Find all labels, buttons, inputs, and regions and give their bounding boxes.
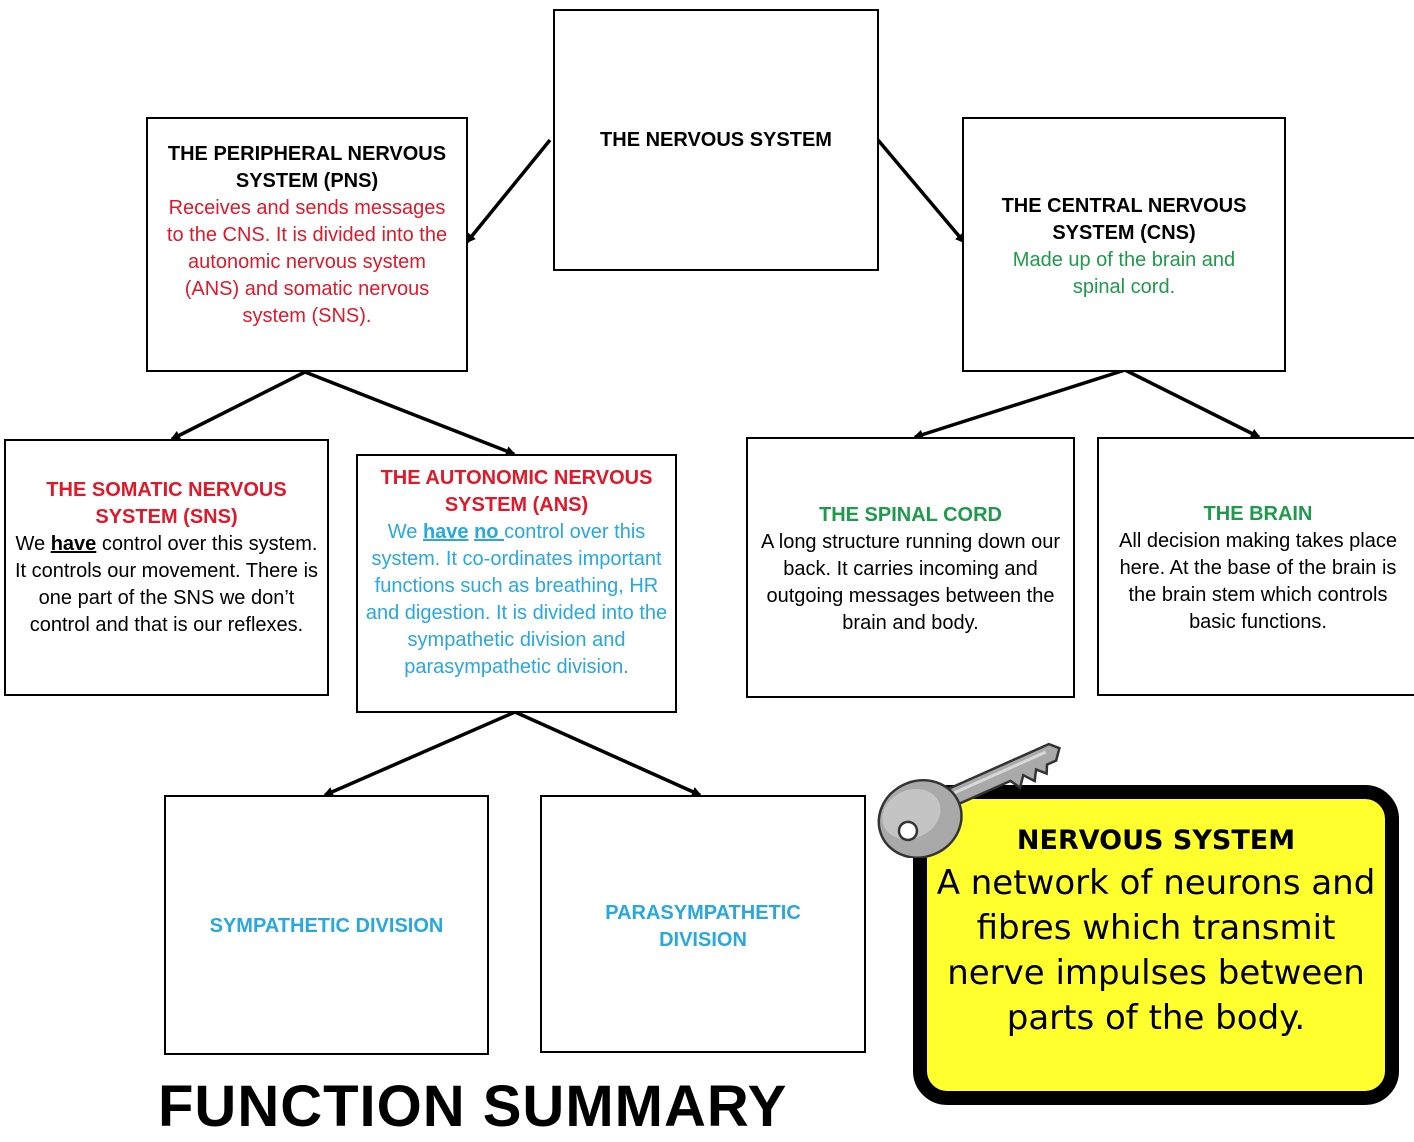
arrow-root-to-pns xyxy=(465,138,552,244)
key-term-definition: A network of neurons and fibres which tr… xyxy=(936,863,1376,1038)
node-pns: THE PERIPHERAL NERVOUS SYSTEM (PNS) Rece… xyxy=(146,117,468,372)
arrow-ans-to-parasympathetic xyxy=(514,710,702,797)
node-sympathetic: SYMPATHETIC DIVISION xyxy=(164,795,489,1055)
root-title: THE NERVOUS SYSTEM xyxy=(600,129,832,151)
pns-body: Receives and sends messages to the CNS. … xyxy=(166,197,448,327)
arrow-root-to-cns xyxy=(876,138,966,244)
key-icon xyxy=(877,742,1061,858)
arrow-ans-to-sympathetic xyxy=(323,710,516,797)
node-ans: THE AUTONOMIC NERVOUS SYSTEM (ANS) We ha… xyxy=(356,454,677,713)
root-node-nervous-system: THE NERVOUS SYSTEM xyxy=(553,9,879,271)
node-sns: THE SOMATIC NERVOUS SYSTEM (SNS) We have… xyxy=(4,439,329,696)
ans-title: THE AUTONOMIC NERVOUS SYSTEM (ANS) xyxy=(380,467,653,516)
cns-title: THE CENTRAL NERVOUS SYSTEM (CNS) xyxy=(1001,195,1247,244)
brain-title: THE BRAIN xyxy=(1203,503,1313,525)
sympathetic-title: SYMPATHETIC DIVISION xyxy=(209,915,444,937)
key-term-title: NERVOUS SYSTEM xyxy=(1016,825,1296,856)
pns-title: THE PERIPHERAL NERVOUS SYSTEM (PNS) xyxy=(167,143,447,192)
sns-title: THE SOMATIC NERVOUS SYSTEM (SNS) xyxy=(46,479,287,528)
spinal-body: A long structure running down our back. … xyxy=(760,531,1061,634)
node-cns: THE CENTRAL NERVOUS SYSTEM (CNS) Made up… xyxy=(962,117,1286,372)
key-term-box: NERVOUS SYSTEM A network of neurons and … xyxy=(913,785,1399,1105)
function-summary-heading: FUNCTION SUMMARY xyxy=(158,1074,788,1139)
arrow-pns-to-ans xyxy=(304,370,516,456)
arrow-cns-to-brain xyxy=(1124,368,1261,439)
node-spinal-cord: THE SPINAL CORD A long structure running… xyxy=(746,437,1075,698)
cns-body: Made up of the brain and spinal cord. xyxy=(1012,249,1236,298)
sns-body: We have control over this system. It con… xyxy=(14,533,319,636)
spinal-title: THE SPINAL CORD xyxy=(819,504,1002,526)
parasympathetic-title: PARASYMPATHETIC DIVISION xyxy=(605,902,801,951)
arrow-cns-to-spinal xyxy=(913,368,1126,440)
ans-body: We have no control over this system. It … xyxy=(365,521,668,678)
arrow-pns-to-sns xyxy=(170,370,306,441)
node-brain: THE BRAIN All decision making takes plac… xyxy=(1097,437,1414,696)
brain-body: All decision making takes place here. At… xyxy=(1119,530,1397,633)
node-parasympathetic: PARASYMPATHETIC DIVISION xyxy=(540,795,866,1053)
